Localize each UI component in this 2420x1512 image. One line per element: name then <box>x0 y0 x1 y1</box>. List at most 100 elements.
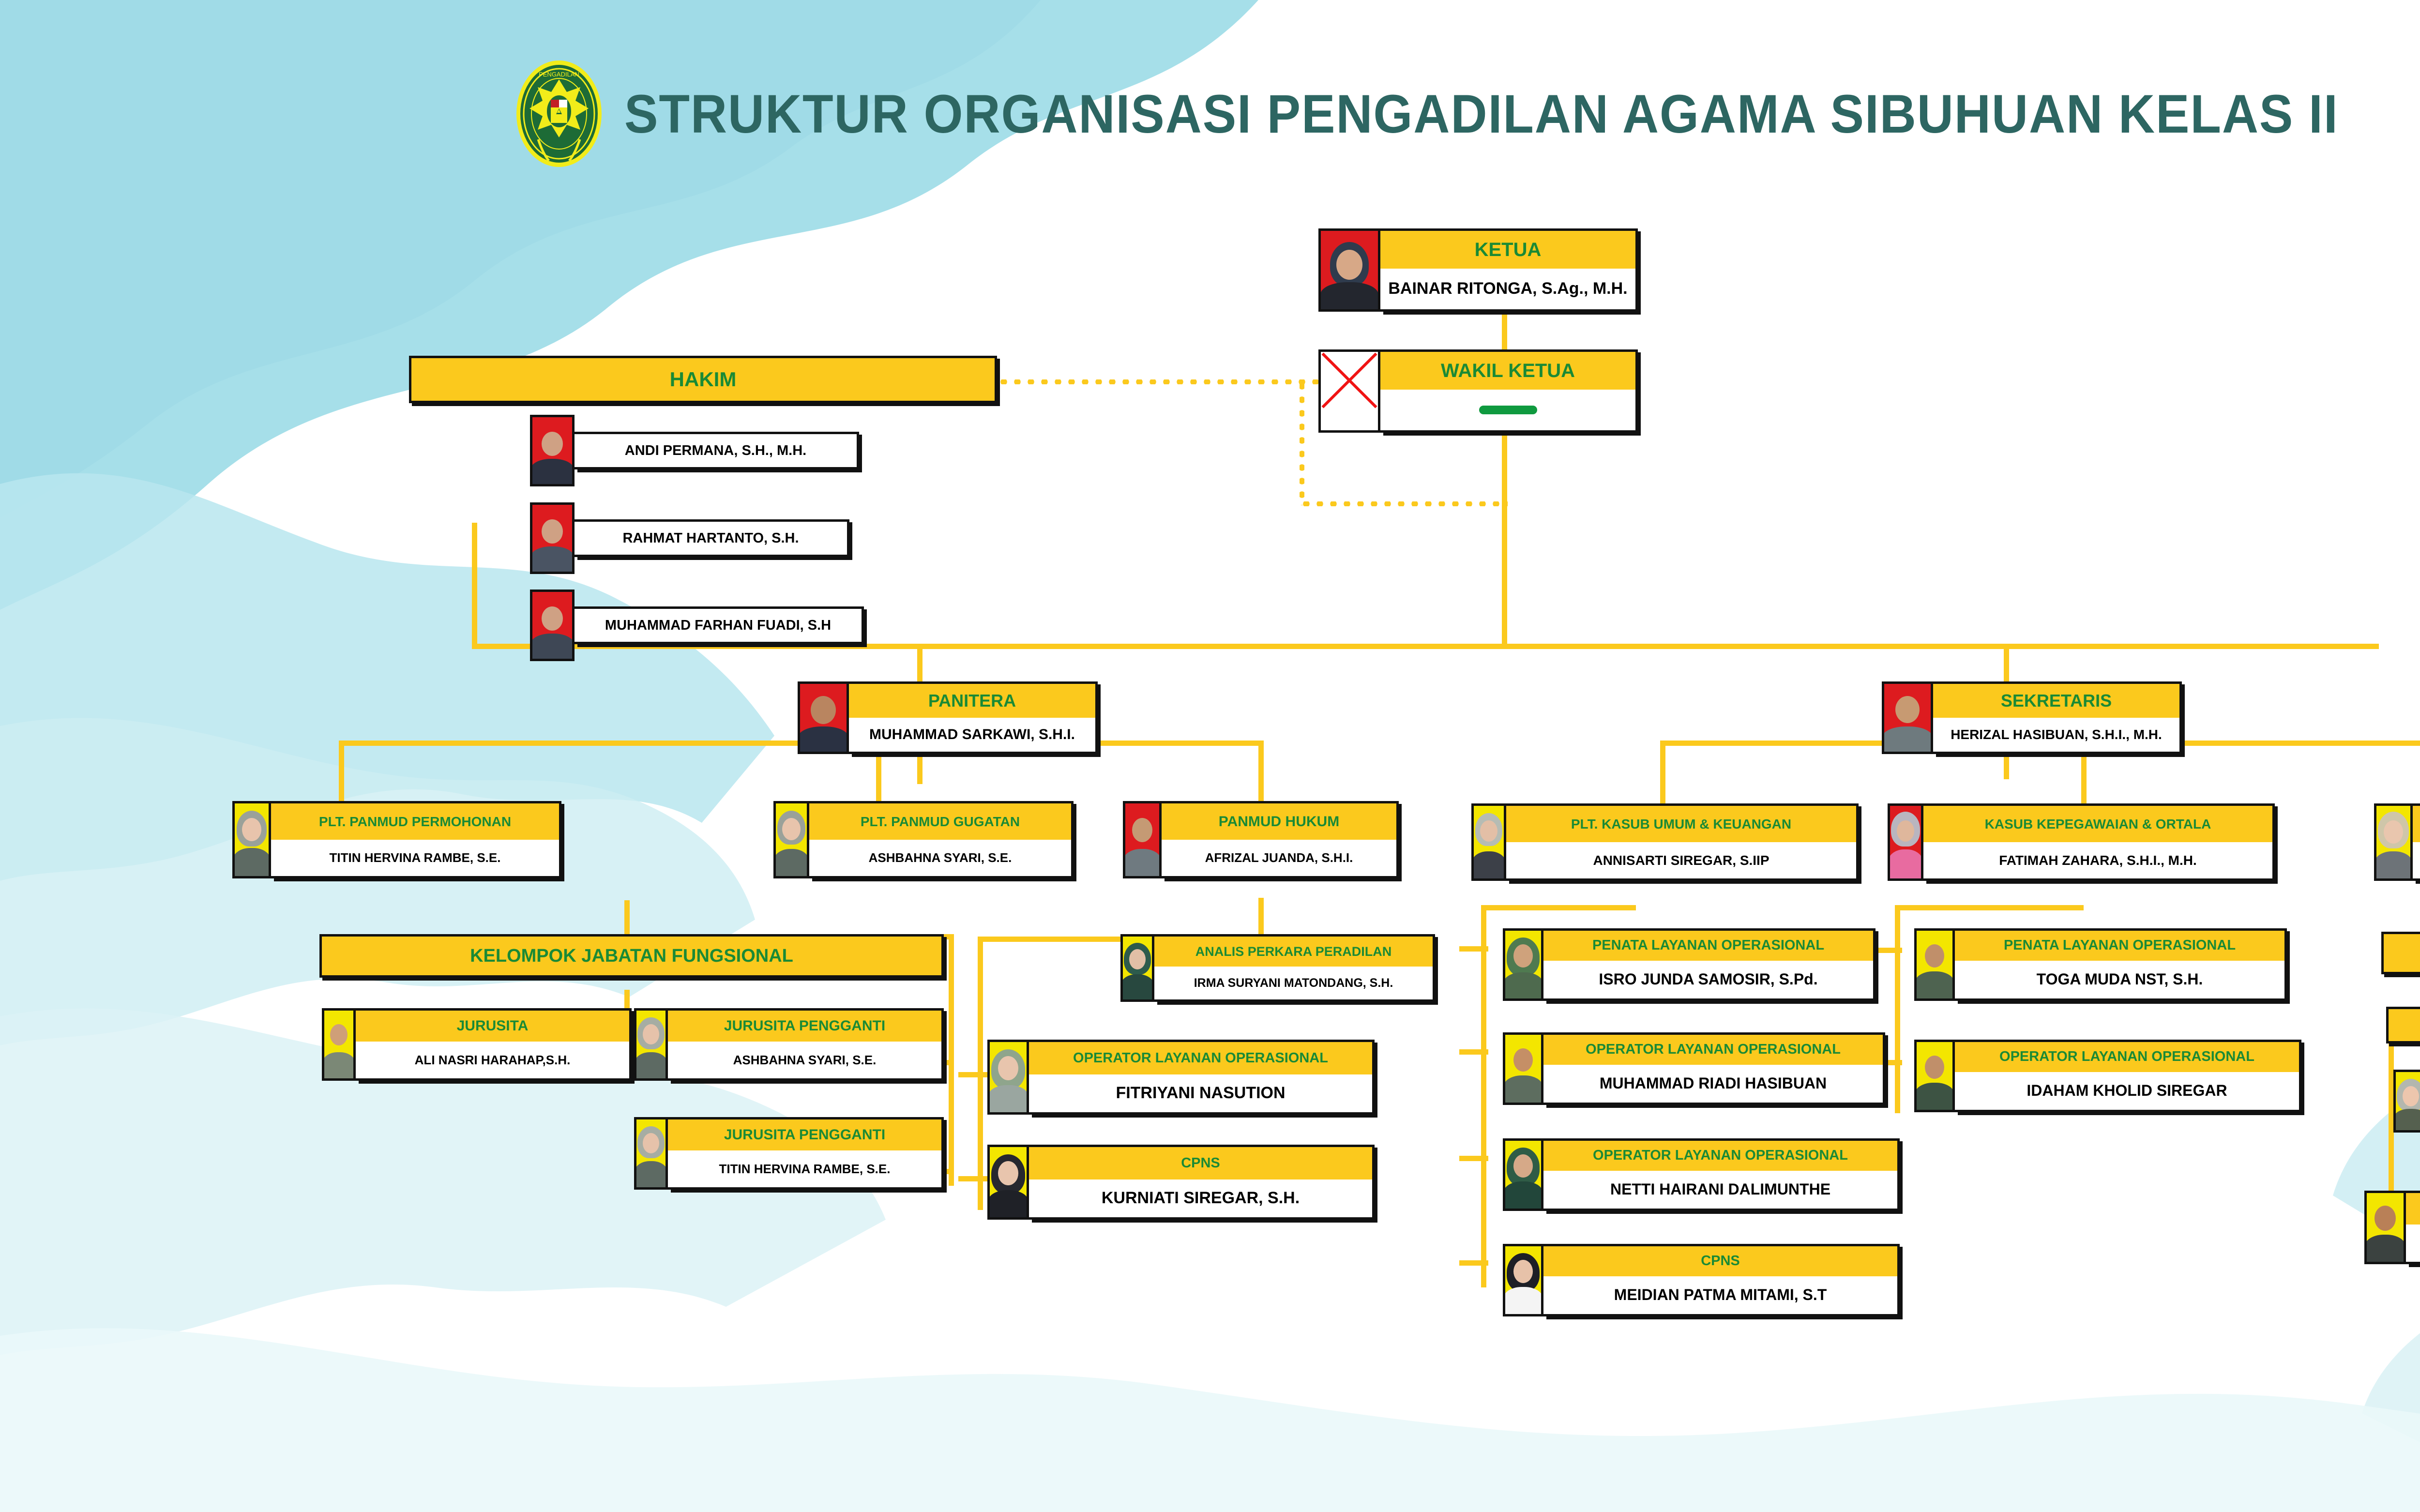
line-umum-spine <box>1481 905 1486 1287</box>
node-pranata-komputer[interactable]: PRANATA KOMPUTER <box>2386 1007 2420 1043</box>
node-operator-kepegawaian[interactable]: OPERATOR LAYANAN OPERASIONAL IDAHAM KHOL… <box>1914 1040 2301 1112</box>
node-analis-perkara[interactable]: ANALIS PERKARA PERADILAN IRMA SURYANI MA… <box>1120 934 1435 1002</box>
jurusita-pengganti-1-title: JURUSITA PENGGANTI <box>668 1011 941 1042</box>
kasub-umum-title: PLT. KASUB UMUM & KEUANGAN <box>1506 806 1856 842</box>
avatar-kasub-perencanaan <box>2374 803 2413 881</box>
line-drop-hukum <box>1258 741 1264 803</box>
card-operator-umum-2: OPERATOR LAYANAN OPERASIONAL NETTI HAIRA… <box>1543 1138 1900 1211</box>
line-panitera-drop <box>917 755 923 784</box>
node-hakim-3[interactable]: MUHAMMAD FARHAN FUADI, S.H <box>530 590 864 661</box>
kasub-perencanaan-name: SARAH FATIMA, S.Kom. <box>2413 842 2420 878</box>
node-jurusita-pengganti-1[interactable]: JURUSITA PENGGANTI ASHBAHNA SYARI, S.E. <box>634 1008 944 1081</box>
node-operator-umum-1[interactable]: OPERATOR LAYANAN OPERASIONAL MUHAMMAD RI… <box>1503 1032 1885 1105</box>
node-penata-umum[interactable]: PENATA LAYANAN OPERASIONAL ISRO JUNDA SA… <box>1503 928 1876 1001</box>
vacant-dash <box>1479 405 1537 414</box>
node-operator-panitera[interactable]: OPERATOR LAYANAN OPERASIONAL FITRIYANI N… <box>987 1040 1375 1115</box>
node-jurusita-pengganti-2[interactable]: JURUSITA PENGGANTI TITIN HERVINA RAMBE, … <box>634 1117 944 1190</box>
cpns-umum-title: CPNS <box>1543 1246 1897 1276</box>
court-seal-icon: PENGADILAN <box>516 60 602 167</box>
avatar-pranata-komputer <box>2393 1070 2420 1133</box>
dotline-hakim-right <box>997 379 1379 384</box>
panmud-hukum-name: AFRIZAL JUANDA, S.H.I. <box>1162 840 1396 876</box>
ketua-title: KETUA <box>1380 231 1635 269</box>
card-analis-perkara: ANALIS PERKARA PERADILAN IRMA SURYANI MA… <box>1154 934 1435 1002</box>
node-kjf-right[interactable]: KELOMPOK JABATAN FUNGSIONAL <box>2381 932 2420 974</box>
penata-kepegawaian-title: PENATA LAYANAN OPERASIONAL <box>1955 931 2284 961</box>
node-kasub-perencanaan[interactable]: PLT. KASUB PERENCANAAN TI & PELAPORAN SA… <box>2374 803 2420 881</box>
wakil-ketua-title: WAKIL KETUA <box>1380 352 1635 390</box>
card-panmud-hukum: PANMUD HUKUM AFRIZAL JUANDA, S.H.I. <box>1162 801 1399 878</box>
line-drop-kasub-kepeg <box>2081 741 2087 803</box>
line-hukum-op <box>958 1072 992 1077</box>
card-panmud-gugatan: PLT. PANMUD GUGATAN ASHBAHNA SYARI, S.E. <box>809 801 1074 878</box>
card-panitera: PANITERA MUHAMMAD SARKAWI, S.H.I. <box>849 681 1098 754</box>
node-panitera[interactable]: PANITERA MUHAMMAD SARKAWI, S.H.I. <box>798 681 1098 754</box>
line-wakil-spine <box>1502 416 1507 649</box>
node-cpns-umum[interactable]: CPNS MEIDIAN PATMA MITAMI, S.T <box>1503 1244 1900 1316</box>
avatar-operator-perencanaan <box>2364 1191 2406 1264</box>
card-hakim-2: RAHMAT HARTANTO, S.H. <box>575 519 849 557</box>
node-hakim-1[interactable]: ANDI PERMANA, S.H., M.H. <box>530 415 859 486</box>
avatar-jurusita-pengganti-2 <box>634 1117 668 1190</box>
node-operator-umum-2[interactable]: OPERATOR LAYANAN OPERASIONAL NETTI HAIRA… <box>1503 1138 1900 1211</box>
line-umum-r3 <box>1459 1156 1488 1161</box>
avatar-panmud-hukum <box>1123 801 1162 878</box>
avatar-penata-kepegawaian <box>1914 928 1955 1001</box>
operator-panitera-name: FITRIYANI NASUTION <box>1029 1074 1372 1112</box>
line-drop-kasub-umum <box>1660 741 1665 803</box>
card-hakim-1: ANDI PERMANA, S.H., M.H. <box>575 432 859 469</box>
node-kasub-umum[interactable]: PLT. KASUB UMUM & KEUANGAN ANNISARTI SIR… <box>1471 803 1859 881</box>
node-wakil-ketua[interactable]: WAKIL KETUA <box>1318 349 1638 433</box>
node-kasub-kepegawaian[interactable]: KASUB KEPEGAWAIAN & ORTALA FATIMAH ZAHAR… <box>1888 803 2275 881</box>
avatar-operator-umum-1 <box>1503 1032 1543 1105</box>
panitera-title: PANITERA <box>849 684 1095 718</box>
node-sekretaris[interactable]: SEKRETARIS HERIZAL HASIBUAN, S.H.I., M.H… <box>1882 681 2182 754</box>
line-sekretaris-drop <box>2004 755 2009 779</box>
node-operator-perencanaan[interactable]: OPERATOR LAYANAN OPERASIONAL ANWAR SADAT… <box>2364 1191 2420 1264</box>
avatar-operator-kepegawaian <box>1914 1040 1955 1112</box>
avatar-penata-umum <box>1503 928 1543 1001</box>
card-panmud-permohonan: PLT. PANMUD PERMOHONAN TITIN HERVINA RAM… <box>271 801 561 878</box>
line-kepeg-r1 <box>1876 948 1902 953</box>
wakil-ketua-name <box>1380 389 1635 430</box>
line-drop-permohonan <box>339 741 344 803</box>
avatar-panmud-permohonan <box>232 801 271 878</box>
card-sekretaris: SEKRETARIS HERIZAL HASIBUAN, S.H.I., M.H… <box>1933 681 2182 754</box>
line-bus-main <box>472 644 2379 649</box>
penata-umum-title: PENATA LAYANAN OPERASIONAL <box>1543 931 1873 961</box>
card-penata-kepegawaian: PENATA LAYANAN OPERASIONAL TOGA MUDA NST… <box>1955 928 2287 1001</box>
panitera-name: MUHAMMAD SARKAWI, S.H.I. <box>849 718 1095 752</box>
node-penata-kepegawaian[interactable]: PENATA LAYANAN OPERASIONAL TOGA MUDA NST… <box>1914 928 2287 1001</box>
node-pranata-komputer-person[interactable]: HAIRUNNISA LUBIS, S.Kom. <box>2393 1070 2420 1133</box>
card-operator-perencanaan: OPERATOR LAYANAN OPERASIONAL ANWAR SADAT… <box>2406 1191 2420 1264</box>
node-hakim-2[interactable]: RAHMAT HARTANTO, S.H. <box>530 502 849 574</box>
node-jurusita[interactable]: JURUSITA ALI NASRI HARAHAP,S.H. <box>322 1008 632 1081</box>
operator-umum-2-title: OPERATOR LAYANAN OPERASIONAL <box>1543 1141 1897 1171</box>
node-panmud-hukum[interactable]: PANMUD HUKUM AFRIZAL JUANDA, S.H.I. <box>1123 801 1399 878</box>
panmud-gugatan-title: PLT. PANMUD GUGATAN <box>809 803 1071 840</box>
line-hukum-drop <box>1258 898 1264 939</box>
kasub-perencanaan-title: PLT. KASUB PERENCANAAN TI & PELAPORAN <box>2413 806 2420 842</box>
card-operator-umum-1: OPERATOR LAYANAN OPERASIONAL MUHAMMAD RI… <box>1543 1032 1885 1105</box>
card-operator-kepegawaian: OPERATOR LAYANAN OPERASIONAL IDAHAM KHOL… <box>1955 1040 2301 1112</box>
cpns-panitera-title: CPNS <box>1029 1147 1372 1179</box>
card-cpns-umum: CPNS MEIDIAN PATMA MITAMI, S.T <box>1543 1244 1900 1316</box>
avatar-panitera <box>798 681 849 754</box>
node-hakim-group[interactable]: HAKIM <box>409 356 997 403</box>
line-drop-gugatan <box>876 741 881 803</box>
operator-umum-1-title: OPERATOR LAYANAN OPERASIONAL <box>1543 1035 1883 1065</box>
card-operator-panitera: OPERATOR LAYANAN OPERASIONAL FITRIYANI N… <box>1029 1040 1375 1115</box>
kasub-kepegawaian-name: FATIMAH ZAHARA, S.H.I., M.H. <box>1923 842 2272 878</box>
node-cpns-panitera[interactable]: CPNS KURNIATI SIREGAR, S.H. <box>987 1145 1375 1220</box>
jurusita-pengganti-2-title: JURUSITA PENGGANTI <box>668 1119 941 1151</box>
node-panmud-gugatan[interactable]: PLT. PANMUD GUGATAN ASHBAHNA SYARI, S.E. <box>773 801 1074 878</box>
node-panmud-permohonan[interactable]: PLT. PANMUD PERMOHONAN TITIN HERVINA RAM… <box>232 801 561 878</box>
kjf-left-title: KELOMPOK JABATAN FUNGSIONAL <box>470 946 793 966</box>
operator-umum-2-name: NETTI HAIRANI DALIMUNTHE <box>1543 1170 1897 1209</box>
node-kjf-left[interactable]: KELOMPOK JABATAN FUNGSIONAL <box>319 934 944 978</box>
penata-kepegawaian-name: TOGA MUDA NST, S.H. <box>1955 960 2284 998</box>
avatar-sekretaris <box>1882 681 1933 754</box>
node-ketua[interactable]: KETUA BAINAR RITONGA, S.Ag., M.H. <box>1318 228 1638 312</box>
jurusita-name: ALI NASRI HARAHAP,S.H. <box>356 1042 629 1078</box>
